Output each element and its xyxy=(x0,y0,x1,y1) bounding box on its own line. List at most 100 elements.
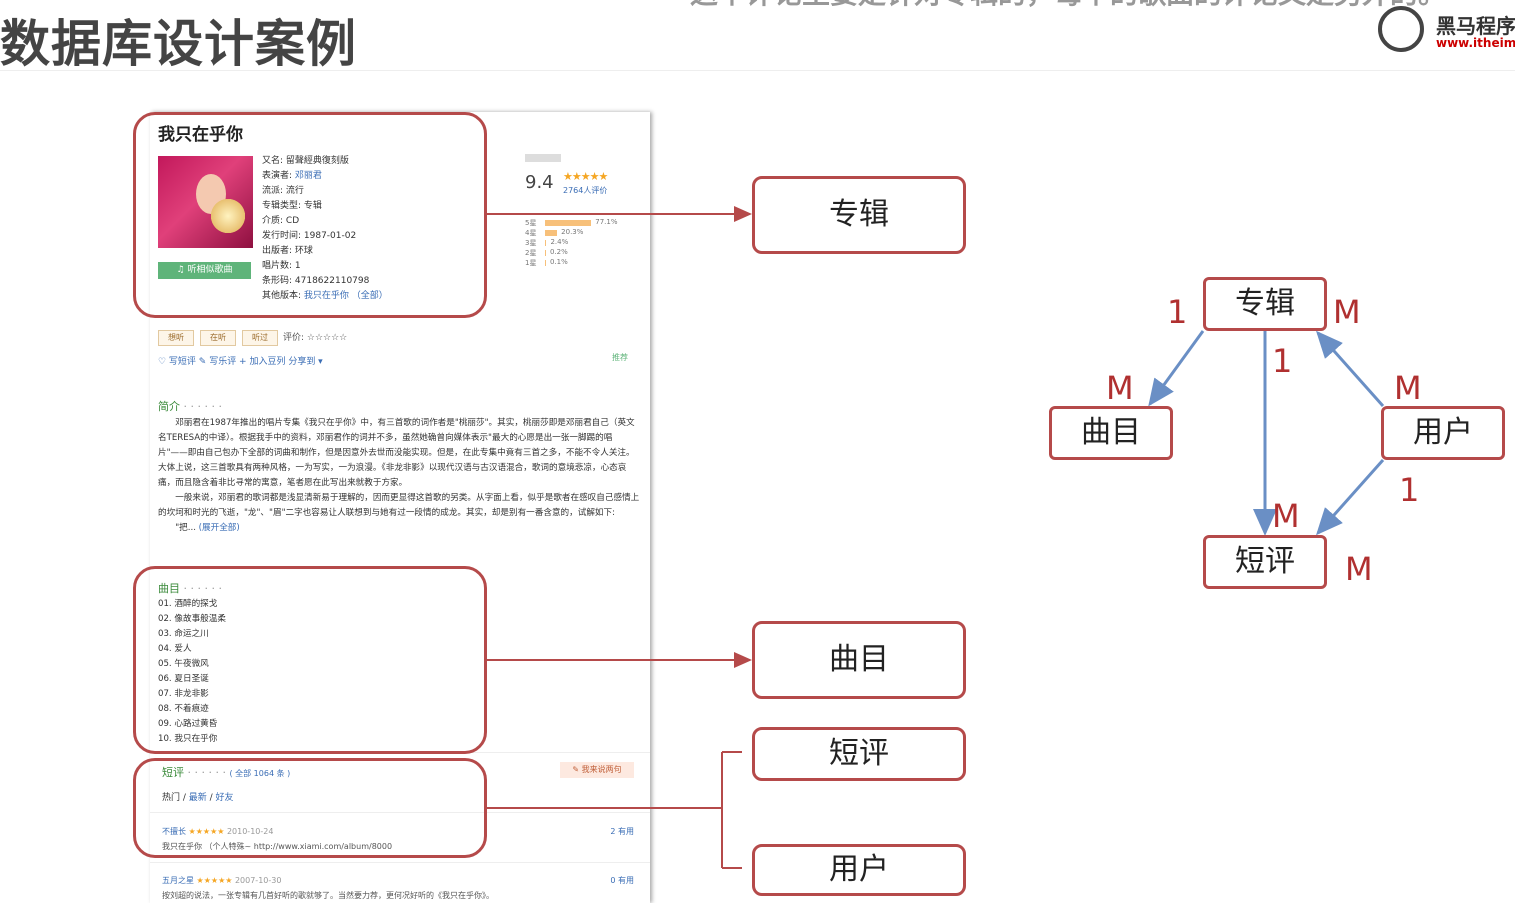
review-divider xyxy=(150,862,650,863)
want-listen-button[interactable]: 想听 xyxy=(158,330,194,346)
logo-url: www.itheima xyxy=(1436,36,1515,50)
rating-bar-label: 2星 xyxy=(525,249,537,257)
track-item[interactable]: 02. 像故事般温柔 xyxy=(158,614,226,624)
track-item[interactable]: 01. 酒醉的探戈 xyxy=(158,599,218,609)
album-info-row: 其他版本: 我只在乎你 （全部） xyxy=(262,289,388,304)
info-key: 条形码: xyxy=(262,276,295,286)
info-value: 1 xyxy=(294,261,301,271)
card-album-reviews-one: 1 xyxy=(1272,342,1293,380)
review-useful[interactable]: 2 有用 xyxy=(610,827,634,836)
er-entity-album: 专辑 xyxy=(1203,277,1327,331)
review-user[interactable]: 不擅长 xyxy=(162,827,186,836)
card-reviews-many: M xyxy=(1345,550,1373,588)
info-key: 介质: xyxy=(262,216,286,226)
track-item[interactable]: 10. 我只在乎你 xyxy=(158,734,218,744)
review-date: 2007-10-30 xyxy=(232,876,282,885)
listened-button[interactable]: 听过 xyxy=(242,330,278,346)
rating-bar-label: 1星 xyxy=(525,259,537,267)
itheima-logo: 黑马程序 www.itheima xyxy=(1378,4,1515,54)
card-album-tracks-one: 1 xyxy=(1167,293,1188,331)
info-value: 4718622110798 xyxy=(294,276,370,286)
info-key: 专辑类型: xyxy=(262,201,304,211)
track-item[interactable]: 07. 非龙非影 xyxy=(158,689,209,699)
review-useful[interactable]: 0 有用 xyxy=(610,876,634,885)
er-album-tracks-arrow xyxy=(1148,330,1205,407)
info-key: 唱片数: xyxy=(262,261,295,271)
card-album-reviews-many: M xyxy=(1272,497,1300,535)
info-key: 出版者: xyxy=(262,246,295,256)
rating-bar-percent: 77.1% xyxy=(595,218,618,226)
expand-all-link[interactable]: (展开全部) xyxy=(198,523,240,533)
rating-score: 9.4 xyxy=(525,172,554,193)
card-users-reviews-one: 1 xyxy=(1399,471,1420,509)
rating-bar xyxy=(545,250,546,256)
album-info-row: 发行时间: 1987-01-02 xyxy=(262,229,388,244)
rating-count[interactable]: 2764人评价 xyxy=(563,186,608,195)
track-item[interactable]: 05. 午夜微风 xyxy=(158,659,209,669)
info-value[interactable]: 我只在乎你 （全部） xyxy=(303,291,388,301)
label-reviews: 短评 xyxy=(752,727,966,781)
info-value: 专辑 xyxy=(303,201,322,211)
track-item[interactable]: 06. 夏日圣诞 xyxy=(158,674,209,684)
slide-subtitle: 这个评论主要是针对专辑的，每个的歌曲的评论又是另外的。 xyxy=(690,0,1446,12)
info-value: CD xyxy=(285,216,300,226)
listen-similar-button[interactable]: ♫ 听相似歌曲 xyxy=(158,262,251,279)
info-value: 留聲經典復刻版 xyxy=(285,156,349,166)
slide-title: 数据库设计案例 xyxy=(0,15,357,73)
info-value: 流行 xyxy=(285,186,304,196)
label-tracks: 曲目 xyxy=(752,621,966,699)
review-divider xyxy=(150,812,650,813)
rating-bar-row: 5星 77.1% xyxy=(525,218,635,228)
track-item[interactable]: 03. 命运之川 xyxy=(158,629,209,639)
review-text: 按刘超的说法，一张专辑有几首好听的歌就够了。当然要力荐，更何况好听的《我只在乎你… xyxy=(162,891,494,900)
tab-new[interactable]: 最新 xyxy=(188,793,207,803)
rating-blurred-label xyxy=(525,154,561,162)
intro-text: 邓丽君在1987年推出的唱片专集《我只在乎你》中，有三首歌的词作者是"桃丽莎"。… xyxy=(158,416,642,536)
track-list: 01. 酒醉的探戈 02. 像故事般温柔 03. 命运之川 04. 爱人 05. 午夜微… xyxy=(158,597,226,747)
album-info-row: 又名: 留聲經典復刻版 xyxy=(262,154,388,169)
rate-stars[interactable]: 评价: ☆☆☆☆☆ xyxy=(283,333,348,343)
cover-flower xyxy=(208,196,248,236)
album-title: 我只在乎你 xyxy=(158,125,243,145)
logo-horse-icon xyxy=(1378,6,1424,52)
reviews-bracket xyxy=(487,751,742,869)
album-info-row: 流派: 流行 xyxy=(262,184,388,199)
tab-friends[interactable]: 好友 xyxy=(215,793,234,803)
reviews-count-link[interactable]: ( 全部 1064 条 ) xyxy=(229,769,291,778)
er-entity-tracks: 曲目 xyxy=(1049,406,1173,460)
rating-bar-percent: 20.3% xyxy=(561,228,584,236)
review-user[interactable]: 五月之星 xyxy=(162,876,194,885)
rating-bar-percent: 0.1% xyxy=(550,258,568,266)
album-info-row: 介质: CD xyxy=(262,214,388,229)
rating-bar-label: 5星 xyxy=(525,219,537,227)
intro-heading: 简介 · · · · · · xyxy=(158,400,222,413)
info-key: 其他版本: xyxy=(262,291,304,301)
listening-button[interactable]: 在听 xyxy=(200,330,236,346)
info-value[interactable]: 邓丽君 xyxy=(294,171,322,181)
card-album-tracks-many: M xyxy=(1106,369,1134,407)
card-users-album-many-2: M xyxy=(1394,369,1422,407)
rating-bar-label: 3星 xyxy=(525,239,537,247)
track-item[interactable]: 09. 心路过黄昏 xyxy=(158,719,218,729)
info-value: 环球 xyxy=(294,246,313,256)
rating-bar-row: 1星 0.1% xyxy=(525,258,635,268)
recommend-button[interactable]: 推荐 xyxy=(612,353,628,362)
header-divider xyxy=(0,70,1515,71)
track-item[interactable]: 08. 不着痕迹 xyxy=(158,704,209,714)
reviews-highlight xyxy=(133,758,487,858)
album-page-screenshot: 我只在乎你 ♫ 听相似歌曲 又名: 留聲經典復刻版表演者: 邓丽君流派: 流行专… xyxy=(150,112,650,903)
review-text: 我只在乎你 （个人特殊~ http://www.xiami.com/album/… xyxy=(162,842,393,851)
track-item[interactable]: 04. 爱人 xyxy=(158,644,192,654)
album-info-row: 专辑类型: 专辑 xyxy=(262,199,388,214)
album-highlight xyxy=(133,112,487,318)
er-entity-users: 用户 xyxy=(1381,406,1505,460)
tab-hot[interactable]: 热门 / xyxy=(162,793,189,803)
er-users-reviews-arrow xyxy=(1316,459,1385,536)
write-review-button[interactable]: ✎ 我来说两句 xyxy=(560,762,634,778)
rating-bar xyxy=(545,230,558,236)
intro-paragraph-2: 一般来说，邓丽君的歌词都是浅显清新易于理解的，因而更显得这首歌的另类。从字面上看… xyxy=(158,493,640,518)
action-links[interactable]: ♡ 写短评 ✎ 写乐评 + 加入豆列 分享到 ▾ xyxy=(158,357,323,367)
